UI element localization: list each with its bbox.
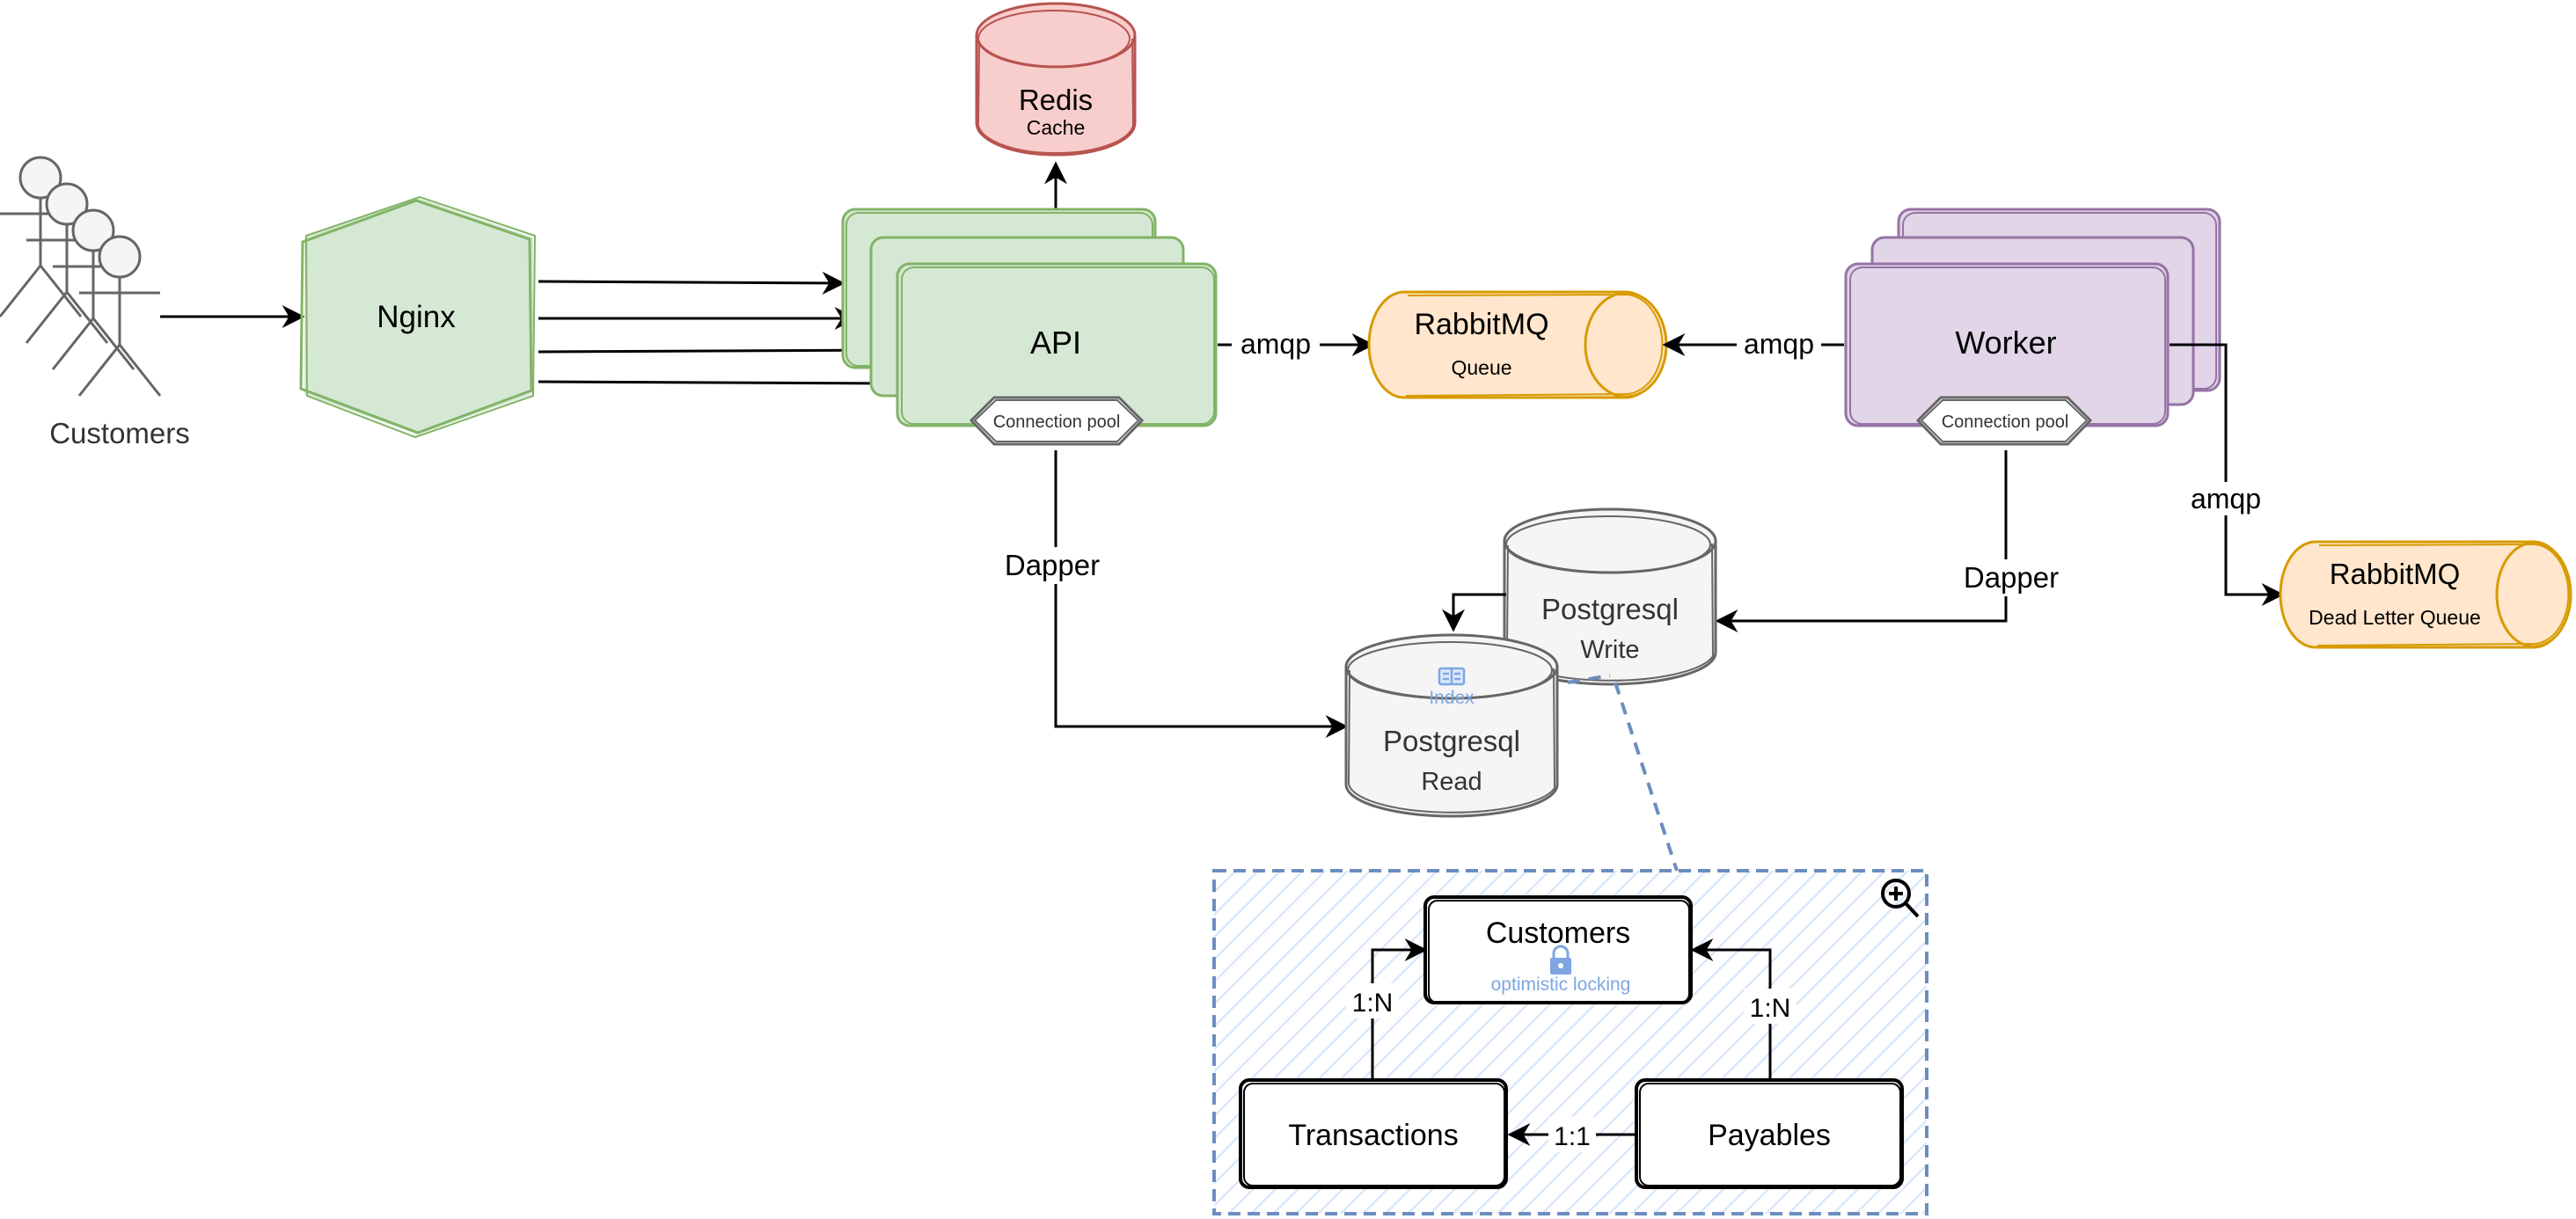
lock-icon: [1550, 945, 1571, 974]
rel-payables-customers-label: 1:N: [1750, 994, 1791, 1023]
zoom-connector: [1567, 674, 1679, 872]
queue-node[interactable]: RabbitMQ Queue: [1367, 290, 1668, 399]
api-label: API: [1030, 325, 1081, 361]
edge-worker-dlq-label: amqp: [2191, 483, 2261, 515]
customers-actor[interactable]: [0, 156, 162, 397]
dlq-subtitle: Dead Letter Queue: [2309, 606, 2481, 629]
table-transactions-label: Transactions: [1288, 1119, 1458, 1152]
worker-connection-pool: Connection pool: [1915, 396, 2093, 446]
actor-icon: [51, 208, 135, 370]
api-pool-label: Connection pool: [993, 412, 1121, 432]
actor-icon: [0, 156, 83, 318]
index-icon: [1438, 667, 1466, 686]
rel-transactions-customers-label: 1:N: [1352, 989, 1394, 1018]
table-transactions[interactable]: Transactions: [1239, 1078, 1508, 1189]
actor-icon: [77, 235, 162, 397]
postgres-read-subtitle: Read: [1421, 768, 1482, 796]
postgres-write-subtitle: Write: [1580, 636, 1639, 664]
zoom-in-icon[interactable]: [1881, 879, 1920, 918]
postgres-read-badge: Index: [1429, 688, 1475, 708]
dlq-title: RabbitMQ: [2330, 558, 2461, 590]
redis-title: Redis: [1019, 84, 1093, 116]
edge-worker-queue-label: amqp: [1744, 328, 1814, 360]
edge-api-read-label: Dapper: [1005, 549, 1100, 581]
api-node[interactable]: API: [841, 208, 1218, 427]
customers-label: Customers: [49, 417, 190, 449]
dlq-node[interactable]: RabbitMQ Dead Letter Queue: [2279, 540, 2572, 649]
worker-label: Worker: [1955, 325, 2056, 361]
edge-api-queue-label: amqp: [1240, 328, 1311, 360]
edges-nginx-api: [538, 271, 900, 395]
rel-payables-transactions-label: 1:1: [1554, 1122, 1591, 1151]
table-payables-label: Payables: [1708, 1119, 1831, 1152]
postgres-write-node[interactable]: Postgresql Write: [1503, 507, 1717, 686]
nginx-label: Nginx: [377, 300, 456, 334]
edge-worker-write-label: Dapper: [1964, 561, 2059, 594]
rel-transactions-customers: [1371, 938, 1428, 1080]
queue-subtitle: Queue: [1451, 356, 1511, 379]
schema-zoom-panel: 1:N 1:N 1:1 Customers optimistic locking…: [1212, 869, 1928, 1215]
table-customers[interactable]: Customers optimistic locking: [1423, 895, 1693, 1004]
edge-api-read: [1054, 450, 1349, 738]
table-customers-label: Customers: [1486, 916, 1630, 950]
postgres-read-node[interactable]: Index Postgresql Read: [1344, 633, 1559, 818]
worker-node[interactable]: Worker: [1844, 208, 2221, 427]
api-connection-pool: Connection pool: [969, 396, 1145, 446]
postgres-write-title: Postgresql: [1541, 593, 1679, 625]
postgres-read-title: Postgresql: [1383, 725, 1520, 757]
queue-title: RabbitMQ: [1414, 308, 1548, 341]
actor-icon: [25, 182, 109, 344]
rel-payables-customers: [1690, 938, 1772, 1080]
redis-node[interactable]: Redis Cache: [975, 2, 1137, 157]
edge-write-read: [1442, 593, 1506, 632]
edge-worker-write: [1715, 450, 2008, 632]
table-customers-note: optimistic locking: [1491, 974, 1631, 995]
table-payables[interactable]: Payables: [1635, 1078, 1904, 1189]
edge-worker-dlq: [2170, 343, 2285, 606]
redis-subtitle: Cache: [1027, 116, 1085, 139]
nginx-node[interactable]: Nginx: [299, 195, 537, 439]
worker-pool-label: Connection pool: [1942, 412, 2069, 432]
